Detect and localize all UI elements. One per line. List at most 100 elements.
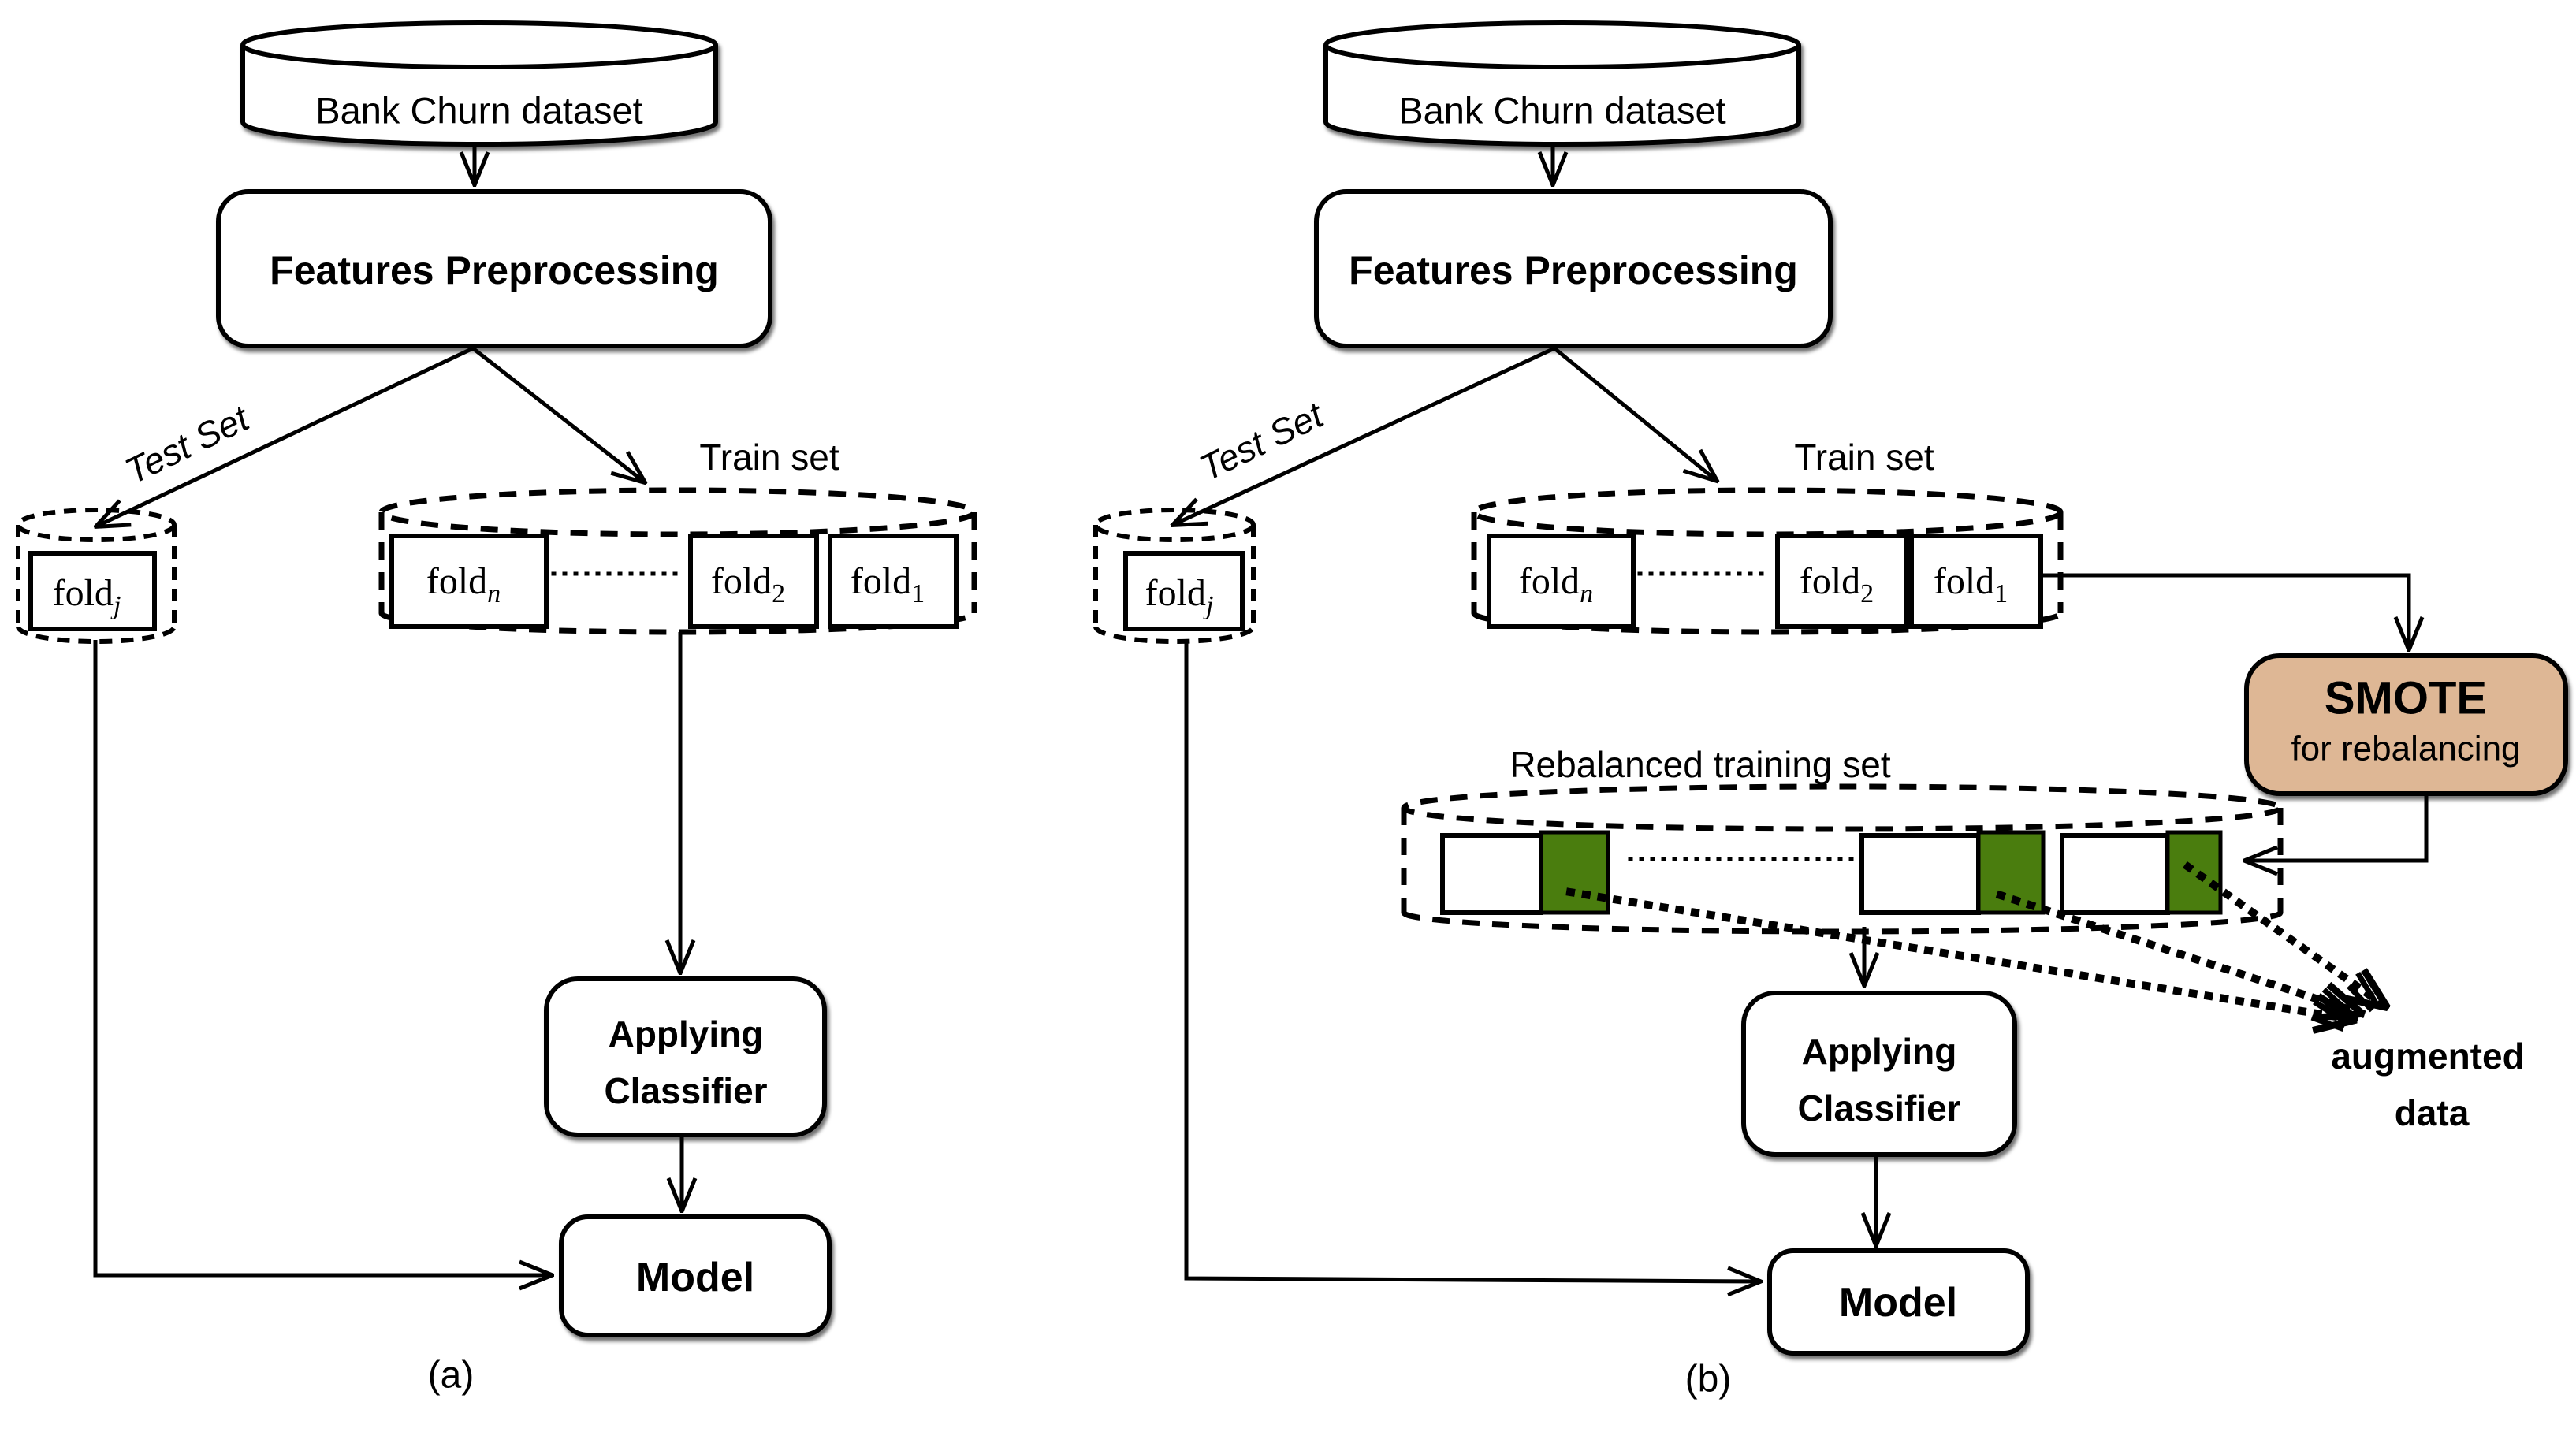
fold-subscript: 1 <box>1994 579 2008 608</box>
rebalanced-fold-majority-3 <box>2060 833 2170 915</box>
fold-n-box-b <box>1487 534 1636 629</box>
arrow-smote-to-rebalanced <box>2245 795 2429 861</box>
diagram-a: Bank Churn dataset Features Preprocessin… <box>16 20 977 1397</box>
rebalanced-fold-minority-2 <box>1976 830 2046 915</box>
dashed-bottom <box>1093 626 1256 644</box>
fold-base: fold <box>53 572 114 614</box>
fold-1-label-a: fold1 <box>851 560 925 608</box>
caption-b: (b) <box>1685 1359 1732 1400</box>
fold-2-label-b: fold2 <box>1800 560 1874 608</box>
rebalanced-fold-majority-2 <box>1859 833 1981 915</box>
model-label-b: Model <box>1839 1280 1957 1326</box>
classifier-label-line1-b: Applying <box>1802 1031 1957 1072</box>
fold-subscript: 2 <box>1860 579 1874 608</box>
fold-n-label-a: foldn <box>426 560 501 608</box>
rebalanced-set-cylinder <box>1401 783 2284 935</box>
fold-1-box-a <box>828 534 959 629</box>
train-set-cylinder-b: foldn fold2 fold1 <box>1471 487 2064 635</box>
rebalanced-fold-minority-1 <box>1539 830 1610 915</box>
dataset-cylinder-b: Bank Churn dataset <box>1323 20 1801 147</box>
train-set-label-a: Train set <box>699 437 839 478</box>
fold-j-box-b <box>1123 551 1245 631</box>
fold-n-label-b: foldn <box>1519 560 1593 608</box>
classifier-box-a <box>544 976 827 1137</box>
train-set-cylinder-a: foldn fold2 fold1 <box>378 487 977 635</box>
dashed-top <box>378 487 977 537</box>
preprocessing-label-a: Features Preprocessing <box>270 248 719 292</box>
augmented-label-line1: augmented <box>2331 1036 2524 1077</box>
fold-subscript: 2 <box>772 579 785 608</box>
classifier-label-line1-a: Applying <box>609 1014 764 1054</box>
arrow-fold1-to-smote <box>2042 573 2409 649</box>
caption-a: (a) <box>428 1355 475 1397</box>
classifier-box-b <box>1741 991 2017 1157</box>
arrow-to-train-set-a <box>471 347 645 482</box>
rebalanced-fold-majority-1 <box>1440 833 1543 915</box>
smote-label-line1: SMOTE <box>2325 673 2487 724</box>
model-node-b: Model <box>1767 1248 2030 1356</box>
cylinder-top <box>240 20 718 69</box>
dashed-top <box>1401 783 2284 832</box>
fold-subscript: 1 <box>911 579 925 608</box>
classifier-node-a: Applying Classifier <box>544 976 827 1137</box>
dashed-bottom <box>1401 911 2284 935</box>
test-set-label-b: Test Set <box>1193 393 1331 489</box>
test-set-label-a: Test Set <box>119 396 257 492</box>
fold-base: fold <box>1934 560 1994 602</box>
smote-box <box>2244 653 2568 796</box>
fold-subscript: j <box>110 591 121 620</box>
arrow-testfold-to-model-a <box>93 640 552 1275</box>
preprocessing-box-b <box>1314 189 1833 348</box>
arrow-to-train-set-b <box>1553 347 1717 481</box>
dotted-arrow-augmented-1 <box>1565 887 2355 1020</box>
rebalanced-set-label: Rebalanced training set <box>1509 744 1891 785</box>
classifier-label-line2-b: Classifier <box>1797 1088 1960 1129</box>
smote-node: SMOTE for rebalancing <box>2244 653 2568 796</box>
model-label-a: Model <box>636 1255 754 1300</box>
preprocessing-node-a: Features Preprocessing <box>216 189 772 348</box>
smote-label-line2: for rebalancing <box>2291 730 2520 768</box>
augmented-label-line2: data <box>2395 1092 2470 1133</box>
fold-j-label-b: foldj <box>1145 572 1214 620</box>
classifier-label-line2-a: Classifier <box>604 1070 767 1111</box>
diagram-b: Bank Churn dataset Features Preprocessin… <box>1093 20 2568 1400</box>
dotted-arrow-augmented-3 <box>2183 861 2387 1007</box>
dashed-bottom <box>16 626 177 644</box>
preprocessing-box-a <box>216 189 772 348</box>
fold-base: fold <box>711 560 772 602</box>
dotted-arrow-augmented-2 <box>1995 890 2362 1014</box>
fold-subscript: n <box>1580 579 1593 608</box>
classifier-node-b: Applying Classifier <box>1741 991 2017 1157</box>
fold-base: fold <box>1145 572 1206 614</box>
dataset-cylinder-a: Bank Churn dataset <box>240 20 718 147</box>
rebalanced-fold-minority-3 <box>2165 830 2223 915</box>
fold-2-label-a: fold2 <box>711 560 785 608</box>
preprocessing-node-b: Features Preprocessing <box>1314 189 1833 348</box>
fold-j-box-a <box>28 551 157 631</box>
fold-base: fold <box>1519 560 1580 602</box>
train-set-label-b: Train set <box>1794 437 1934 478</box>
fold-subscript: j <box>1203 591 1213 620</box>
cylinder-body <box>1323 45 1801 147</box>
dataset-label-b: Bank Churn dataset <box>1398 90 1725 132</box>
fold-base: fold <box>851 560 911 602</box>
model-box-a <box>559 1214 832 1337</box>
cylinder-body <box>240 45 718 147</box>
arrow-to-test-set-b <box>1173 346 1556 525</box>
fold-subscript: n <box>487 579 501 608</box>
fold-2-box-b <box>1775 534 1909 629</box>
model-box-b <box>1767 1248 2030 1356</box>
fold-base: fold <box>426 560 487 602</box>
dataset-label-a: Bank Churn dataset <box>315 90 642 132</box>
test-set-cylinder-a: foldj <box>16 508 177 644</box>
preprocessing-label-b: Features Preprocessing <box>1349 248 1798 292</box>
fold-2-box-a <box>688 534 819 629</box>
fold-base: fold <box>1800 560 1860 602</box>
dashed-top <box>1471 487 2064 537</box>
fold-1-box-b <box>1909 534 2043 629</box>
arrow-testfold-to-model-b <box>1184 640 1760 1281</box>
fold-1-label-b: fold1 <box>1934 560 2008 608</box>
test-set-cylinder-b: foldj <box>1093 508 1256 644</box>
fold-j-label-a: foldj <box>53 572 121 620</box>
